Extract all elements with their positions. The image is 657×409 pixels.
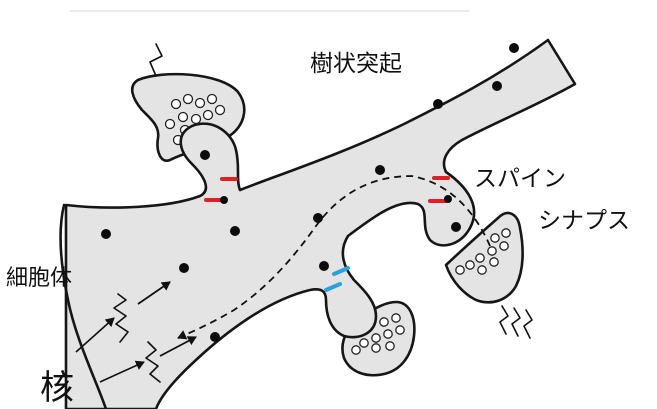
lightning-bolt-icon [500,306,532,338]
dendrite-label: 樹状突起 [310,44,402,78]
synapse-label: シナプス [538,201,630,235]
soma-label: 細胞体 [6,260,72,292]
spine-label: スパイン [474,159,566,193]
lightning-bolt-icon [150,44,162,76]
nucleus-label: 核 [40,360,74,409]
